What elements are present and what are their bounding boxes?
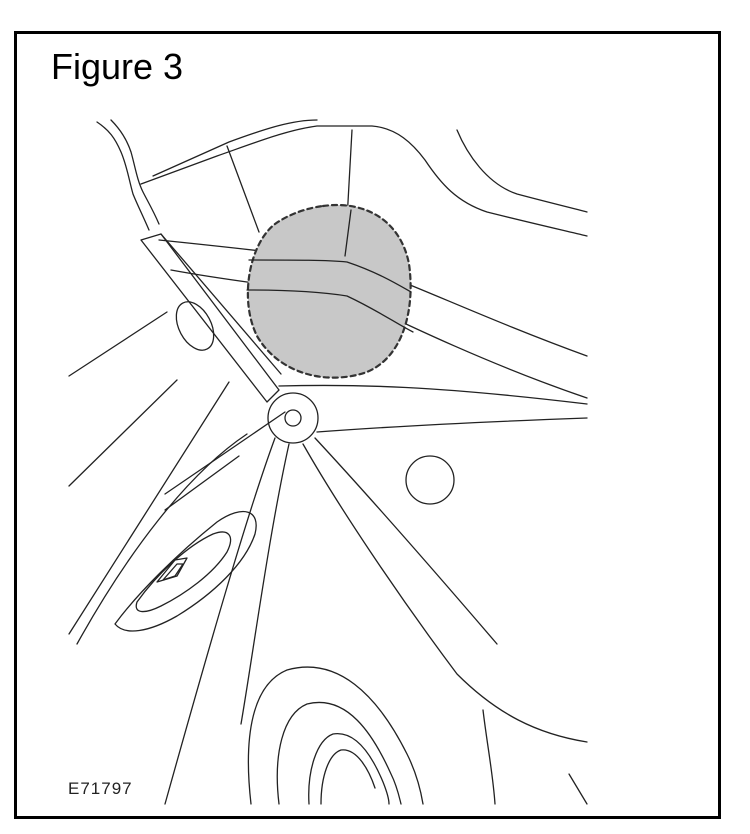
lower-pocket-inner-2 [320,749,376,805]
left-line-2 [68,379,178,487]
lower-pocket-outer [247,666,424,805]
left-line-5 [164,455,240,511]
rail-lower [316,417,588,433]
strut-lower-right [302,443,588,743]
strut-lower-left [164,437,276,805]
body-panel-line-drawing [68,119,588,805]
bracket-arm-edge [160,233,282,375]
central-boss-inner [284,409,302,427]
lower-pocket-mid [276,701,402,805]
left-pocket-mid [135,531,232,613]
bracket-hole [175,301,215,351]
left-pocket-diamond-inner [162,563,184,581]
bracket-arm [140,233,280,403]
lower-right-edge [568,773,588,805]
left-line-4 [76,433,248,645]
central-boss-outer [267,392,319,444]
top-panel-outline-inner [152,119,318,177]
upper-flange-edge [96,121,150,231]
top-panel-outline [140,125,588,237]
strut-lower-left-edge [240,443,290,725]
left-line-6 [164,411,286,495]
left-line-3 [68,381,230,635]
panel-edge-1-over [248,259,412,293]
small-hole-right [405,455,455,505]
top-right-contour [456,129,588,213]
top-rib-left [226,145,260,233]
lower-pocket-inner [308,733,390,805]
strut-lower-right-edge [314,437,498,645]
figure-reference-number: E71797 [68,779,133,798]
figure-frame: Figure 3 [14,31,721,819]
lower-right-contour [482,709,496,805]
upper-flange-edge-inner [110,119,160,225]
left-pocket-outer [114,511,257,632]
panel-edge-2-over [246,289,414,333]
highlighted-area [246,203,412,379]
top-rib-right-over [344,209,352,257]
left-line-1 [68,311,168,377]
rail-upper [278,384,588,405]
figure-title: Figure 3 [51,46,184,87]
